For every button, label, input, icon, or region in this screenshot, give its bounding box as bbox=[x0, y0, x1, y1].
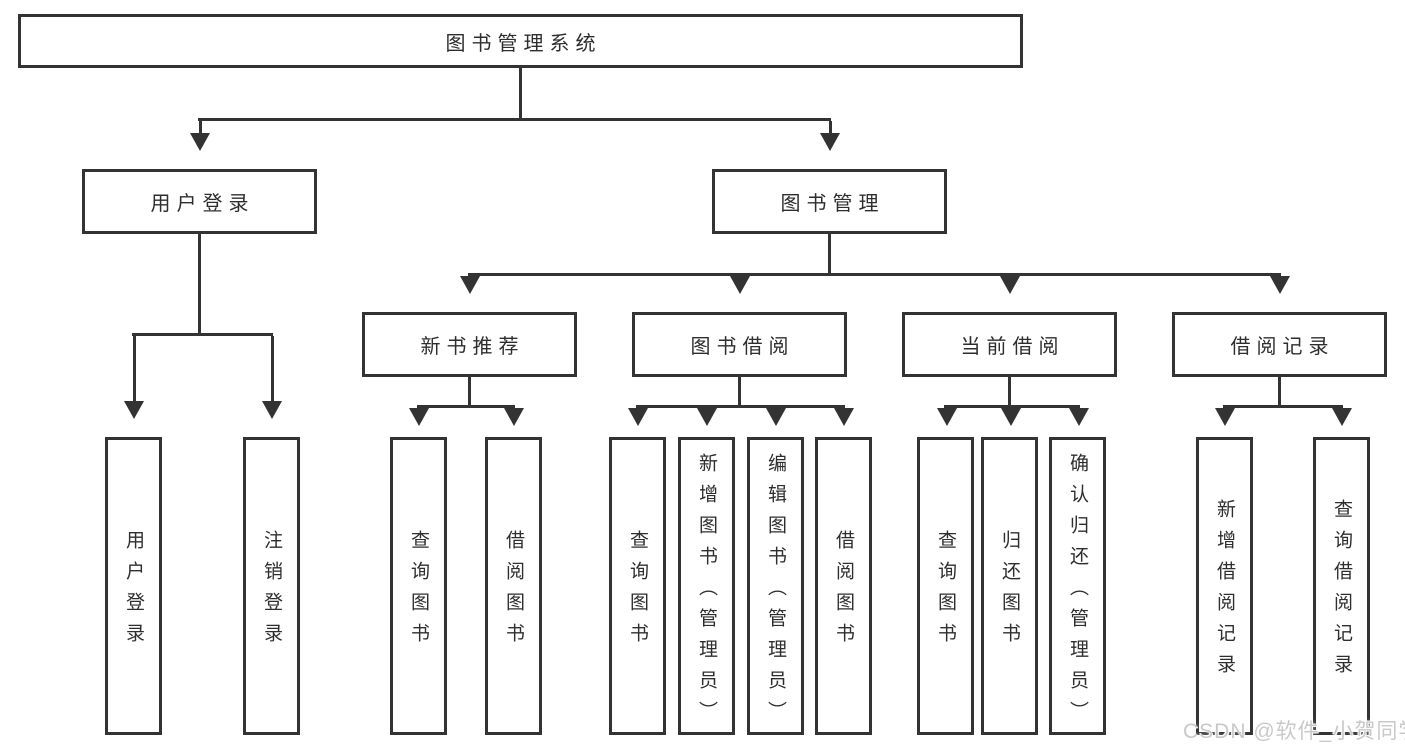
connector-line bbox=[468, 375, 471, 408]
node-book-borrow: 图书借阅 bbox=[632, 312, 847, 377]
arrow-head-icon bbox=[834, 408, 854, 444]
node-label: 注销登录 bbox=[261, 530, 282, 654]
arrow-head-icon bbox=[1270, 276, 1290, 312]
connector-arrow-down bbox=[262, 336, 282, 437]
arrow-stem bbox=[132, 336, 136, 401]
connector-arrow-down bbox=[937, 408, 957, 437]
connector-arrow-down bbox=[730, 276, 750, 312]
arrow-head-icon bbox=[262, 401, 282, 437]
leaf-logout: 注销登录 bbox=[243, 437, 300, 735]
connector-arrow-down bbox=[190, 121, 210, 169]
connector-line bbox=[1278, 375, 1281, 408]
connector-arrow-down bbox=[834, 408, 854, 437]
connector-arrow-down bbox=[766, 408, 786, 437]
arrow-head-icon bbox=[730, 276, 750, 312]
node-label: 新增借阅记录 bbox=[1214, 499, 1235, 685]
leaf-return-books: 归还图书 bbox=[981, 437, 1038, 735]
connector-arrow-down bbox=[1215, 408, 1235, 437]
connector-arrow-down bbox=[460, 276, 480, 312]
arrow-head-icon bbox=[124, 401, 144, 437]
leaf-borrow-books-recommend: 借阅图书 bbox=[485, 437, 542, 735]
node-label: 新增图书（管理员） bbox=[696, 452, 717, 732]
node-root: 图书管理系统 bbox=[18, 14, 1023, 68]
leaf-edit-books-admin: 编辑图书（管理员） bbox=[747, 437, 804, 735]
node-label: 新书推荐 bbox=[420, 336, 525, 358]
leaf-add-books-admin: 新增图书（管理员） bbox=[678, 437, 735, 735]
node-label: 借阅记录 bbox=[1230, 336, 1335, 358]
connector-arrow-down bbox=[504, 408, 524, 437]
connector-line bbox=[1008, 375, 1011, 408]
node-label: 确认归还（管理员） bbox=[1067, 452, 1088, 732]
connector-arrow-down bbox=[409, 408, 429, 437]
leaf-user-login: 用户登录 bbox=[105, 437, 162, 735]
connector-line bbox=[519, 66, 522, 119]
node-label: 查询图书 bbox=[935, 530, 956, 654]
arrow-head-icon bbox=[697, 408, 717, 444]
node-label: 当前借阅 bbox=[960, 336, 1065, 358]
watermark: CSDN @软件_小贺同学 bbox=[1183, 720, 1405, 743]
arrow-head-icon bbox=[460, 276, 480, 312]
connector-arrow-down bbox=[1000, 276, 1020, 312]
connector-arrow-down bbox=[697, 408, 717, 437]
connector-arrow-down bbox=[820, 121, 840, 169]
node-label: 查询借阅记录 bbox=[1331, 499, 1352, 685]
connector-line bbox=[828, 232, 831, 276]
arrow-head-icon bbox=[766, 408, 786, 444]
arrow-head-icon bbox=[1000, 276, 1020, 312]
arrow-head-icon bbox=[937, 408, 957, 444]
node-label: 归还图书 bbox=[999, 530, 1020, 654]
connector-arrow-down bbox=[1069, 408, 1089, 437]
connector-line bbox=[417, 405, 515, 408]
connector-line bbox=[1223, 405, 1343, 408]
node-book-management: 图书管理 bbox=[712, 169, 947, 234]
node-borrow-records: 借阅记录 bbox=[1172, 312, 1387, 377]
arrow-head-icon bbox=[409, 408, 429, 444]
connector-arrow-down bbox=[628, 408, 648, 437]
arrow-head-icon bbox=[1069, 408, 1089, 444]
node-label: 用户登录 bbox=[123, 530, 144, 654]
arrow-head-icon bbox=[1001, 408, 1021, 444]
arrow-head-icon bbox=[504, 408, 524, 444]
connector-line bbox=[198, 118, 831, 121]
leaf-add-borrow-record: 新增借阅记录 bbox=[1196, 437, 1253, 735]
node-label: 查询图书 bbox=[627, 530, 648, 654]
node-label: 编辑图书（管理员） bbox=[765, 452, 786, 732]
connector-arrow-down bbox=[1001, 408, 1021, 437]
node-new-book-recommend: 新书推荐 bbox=[362, 312, 577, 377]
arrow-head-icon bbox=[628, 408, 648, 444]
node-current-borrow: 当前借阅 bbox=[902, 312, 1117, 377]
connector-arrow-down bbox=[1270, 276, 1290, 312]
connector-line bbox=[468, 273, 1281, 276]
node-label: 图书管理系统 bbox=[445, 32, 602, 55]
node-label: 图书管理 bbox=[780, 193, 885, 215]
arrow-head-icon bbox=[1215, 408, 1235, 444]
connector-line bbox=[738, 375, 741, 408]
leaf-query-borrow-record: 查询借阅记录 bbox=[1313, 437, 1370, 735]
connector-line bbox=[636, 405, 845, 408]
node-user-login: 用户登录 bbox=[82, 169, 317, 234]
node-label: 借阅图书 bbox=[833, 530, 854, 654]
arrow-head-icon bbox=[190, 133, 210, 169]
leaf-query-books-current: 查询图书 bbox=[917, 437, 974, 735]
node-label: 查询图书 bbox=[408, 530, 429, 654]
leaf-confirm-return-admin: 确认归还（管理员） bbox=[1049, 437, 1106, 735]
leaf-query-books-borrow: 查询图书 bbox=[609, 437, 666, 735]
arrow-head-icon bbox=[1332, 408, 1352, 444]
leaf-query-books-recommend: 查询图书 bbox=[390, 437, 447, 735]
arrow-stem bbox=[828, 121, 832, 133]
arrow-head-icon bbox=[820, 133, 840, 169]
arrow-stem bbox=[198, 121, 202, 133]
node-label: 图书借阅 bbox=[690, 336, 795, 358]
connector-line bbox=[198, 232, 201, 336]
node-label: 用户登录 bbox=[150, 193, 255, 215]
connector-line bbox=[132, 333, 273, 336]
leaf-borrow-books: 借阅图书 bbox=[815, 437, 872, 735]
connector-arrow-down bbox=[124, 336, 144, 437]
node-label: 借阅图书 bbox=[503, 530, 524, 654]
connector-line bbox=[944, 405, 1080, 408]
arrow-stem bbox=[270, 336, 274, 401]
connector-arrow-down bbox=[1332, 408, 1352, 437]
